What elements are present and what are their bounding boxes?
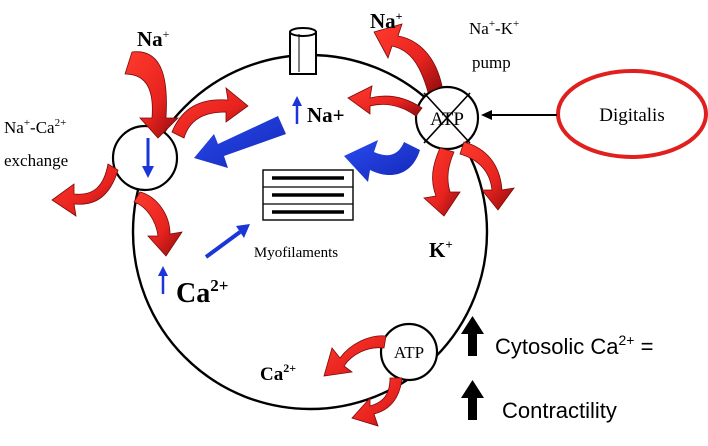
exchanger-right-arrow [171,87,249,139]
digitalis-callout: Digitalis [481,69,708,159]
exchanger-down-arrow [142,166,154,178]
na-top-left-label: Na+ [137,27,170,51]
pump-atp-label: ATP [430,109,464,130]
pump-title-line1: Na+-K+ [469,18,519,38]
ca-atpase: ATP [379,322,439,382]
na-to-exchanger-arrow [194,116,286,168]
na-accumulation-arrow [344,140,420,182]
intracellular-ca-label: Ca2+ [176,276,228,309]
digitalis-label: Digitalis [599,105,664,126]
ca-exchanger-bottom-arrow [133,191,183,257]
contractility-text: Contractility [502,398,617,423]
na-efflux-pump-arrow [373,23,443,93]
exchanger-title-line2: exchange [4,151,68,170]
na-influx-exchanger-arrow [124,51,179,139]
na-ca-exchanger [111,124,179,192]
k-influx-pump-arrow [459,141,515,211]
myofilaments-label: Myofilaments [254,245,338,261]
cytosolic-ca-text: Cytosolic Ca2+ = [495,332,653,359]
pump-left-arrow [347,85,423,117]
k-label: K+ [429,237,453,262]
ca-atpase-down-arrow [351,377,403,427]
intracellular-na-label: Na+ [307,103,345,127]
na-top-right-label: Na+ [370,9,403,33]
na-k-pump: ATP [414,85,480,151]
ca-efflux-exchanger-arrow [51,163,119,217]
contractility-increase-icon [461,380,484,420]
bottom-ca-label: Ca2+ [260,361,296,385]
ca-to-myofilaments-arrow [204,230,242,259]
membrane-channel [289,27,317,75]
exchanger-title-line1: Na+-Ca2+ [4,117,66,137]
ca-atpase-left-arrow [323,335,387,377]
bottom-atp-label: ATP [394,343,424,362]
myofilaments-icon [262,169,354,221]
cytosolic-ca-increase-icon [461,316,484,356]
k-pump-down-arrow [423,147,461,217]
digitalis-ring [556,69,708,159]
pump-title-line2: pump [472,53,511,72]
